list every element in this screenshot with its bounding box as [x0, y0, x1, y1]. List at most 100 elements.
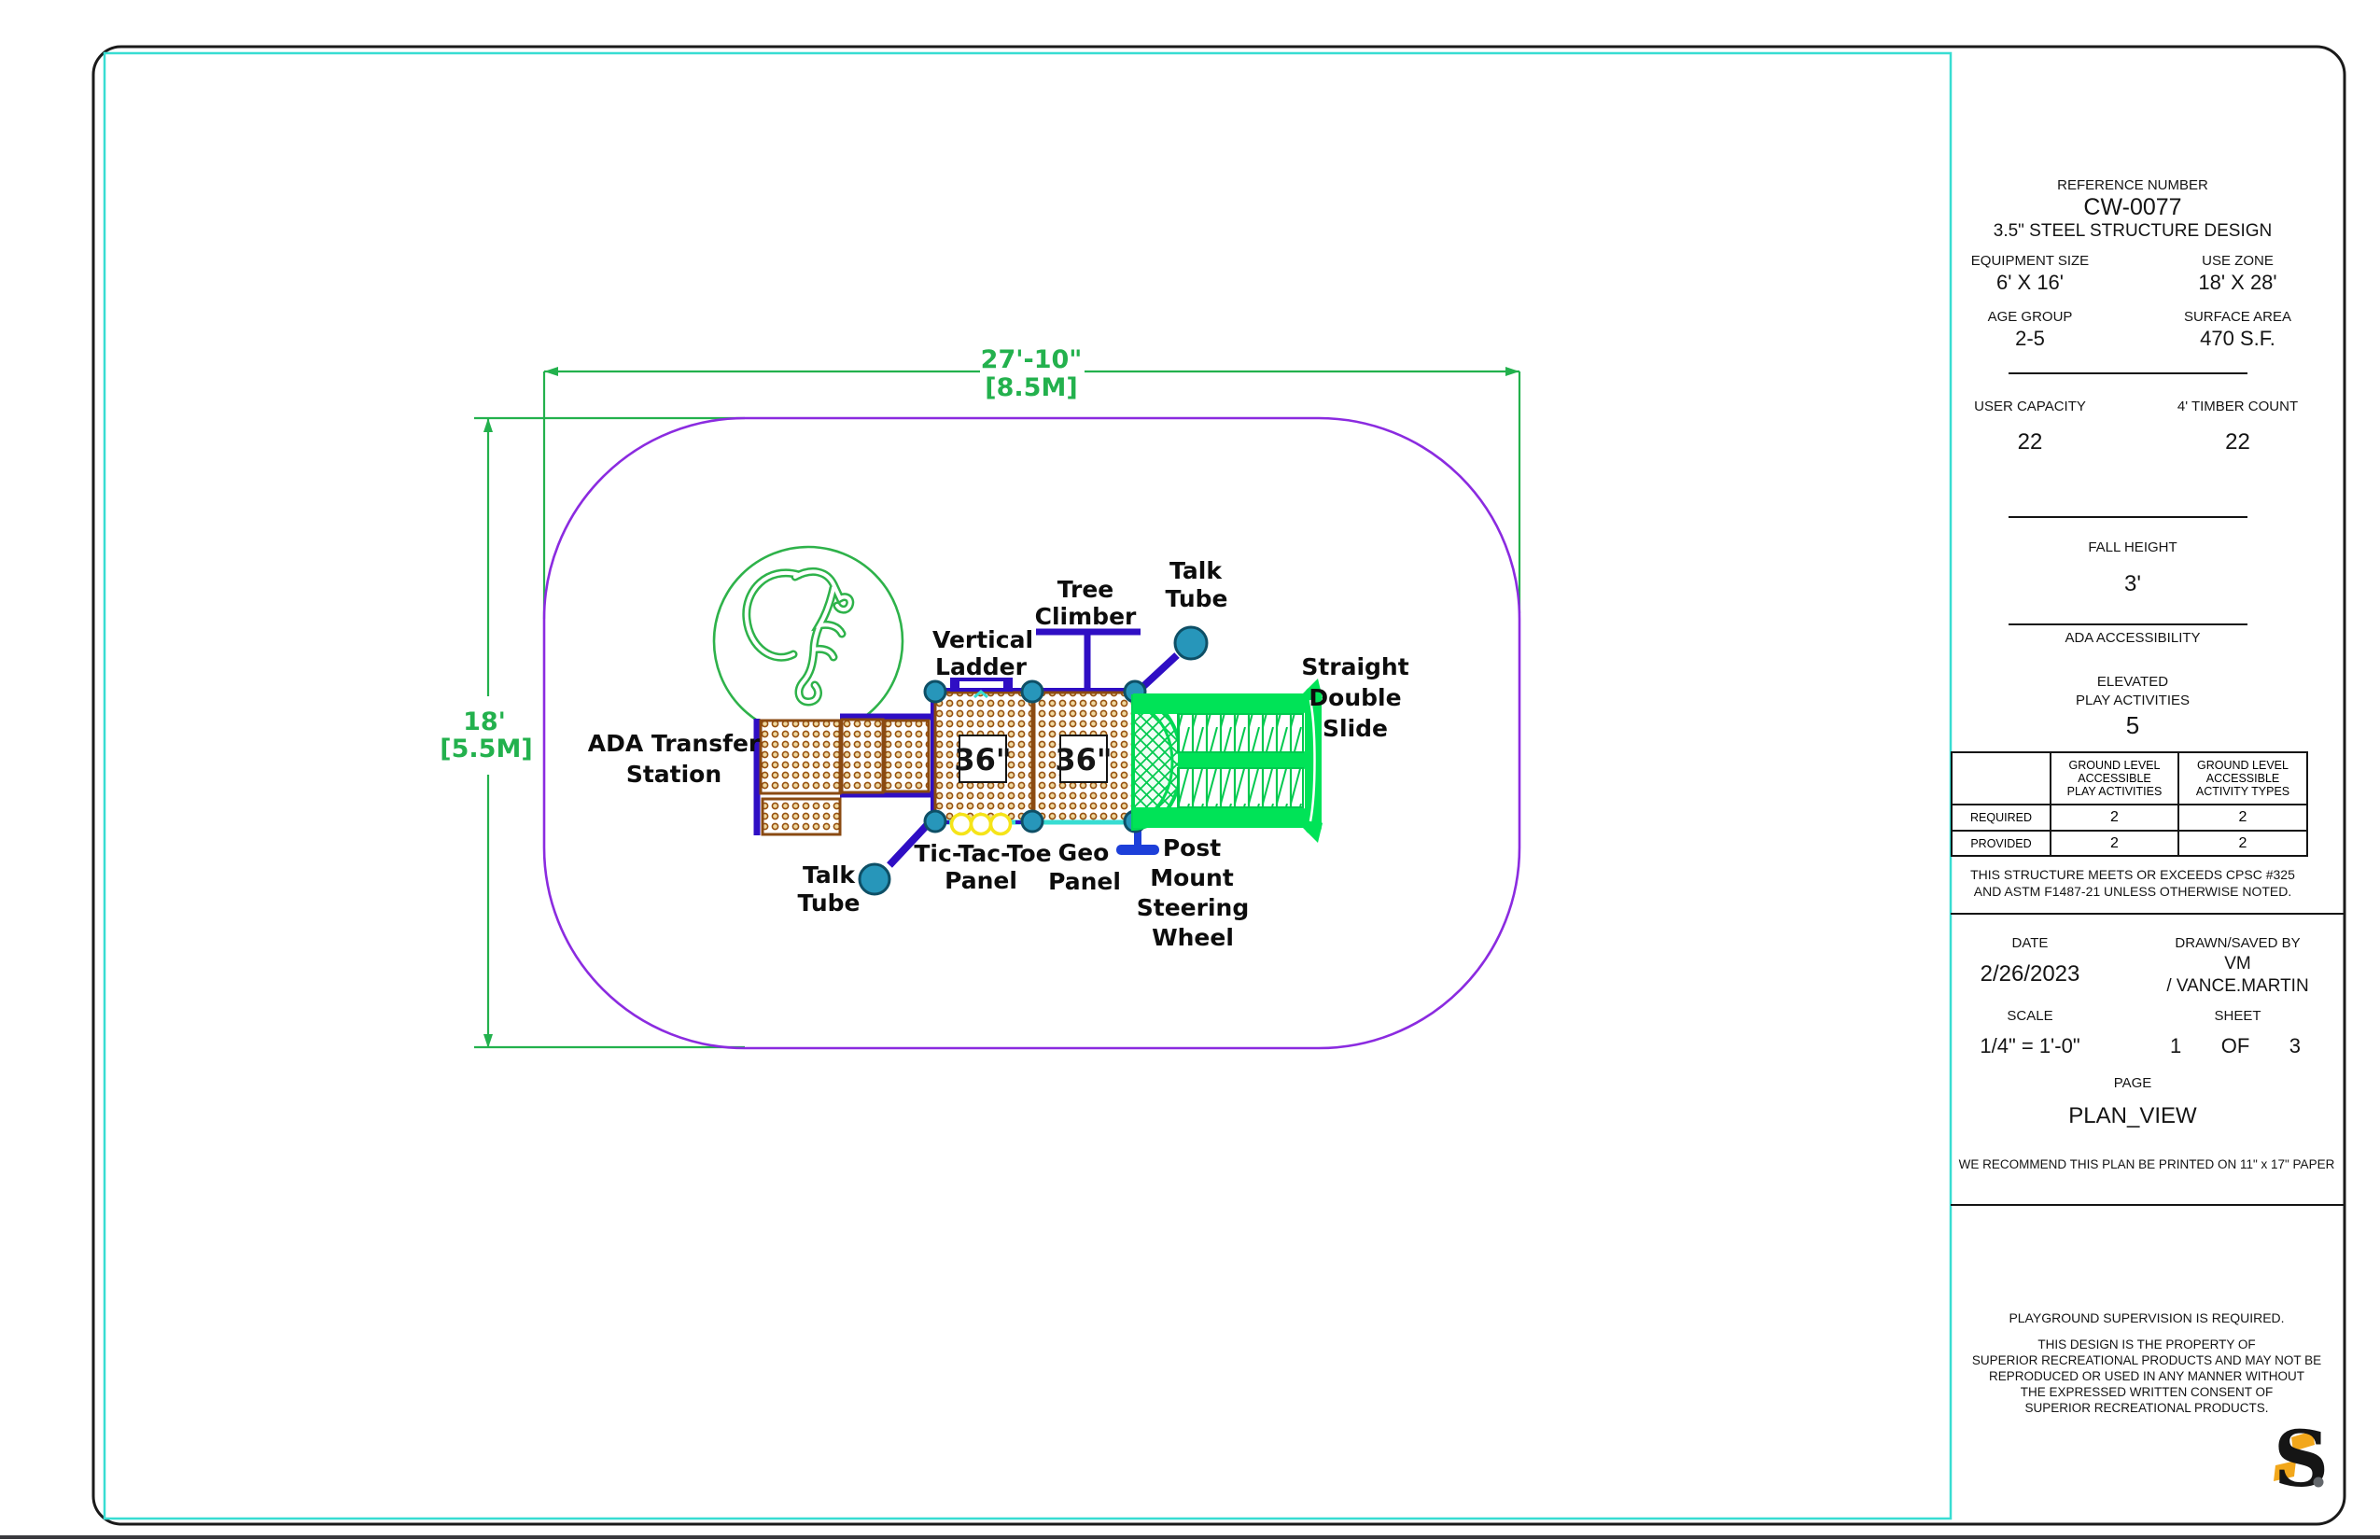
- talk-tube-top-label-line1: Talk: [1169, 557, 1223, 584]
- sheet-of: OF: [2220, 1034, 2250, 1057]
- separator-1: [2009, 372, 2247, 374]
- scale-value: 1/4" = 1'-0": [1980, 1034, 2080, 1057]
- separator-long-2: [1951, 1204, 2344, 1206]
- sheet-border: [91, 45, 2346, 1526]
- table-row1-col1: 2: [2050, 804, 2177, 830]
- height-dimension-metric: [5.5M]: [440, 735, 532, 763]
- height-dimension-label: 18': [463, 707, 506, 736]
- page-label: PAGE: [2113, 1075, 2152, 1091]
- talk-tube-bottom-icon: [858, 819, 932, 896]
- separator-2: [2009, 516, 2247, 518]
- table-col1-header: GROUND LEVEL ACCESSIBLE PLAY ACTIVITIES: [2050, 753, 2177, 804]
- drawn-by-name: / VANCE.MARTIN: [2166, 976, 2309, 996]
- slide-label-line1: Straight: [1301, 653, 1408, 680]
- deck-left-height: 36": [954, 742, 1011, 777]
- dimension-labels: 27'-10" [8.5M] 18' [5.5M]: [440, 345, 1082, 763]
- screen-bottom-edge: [0, 1535, 2380, 1539]
- age-group-label: AGE GROUP: [1987, 309, 2073, 325]
- steering-label-line4: Wheel: [1152, 924, 1234, 951]
- reference-number-label: REFERENCE NUMBER: [2057, 177, 2208, 193]
- dimension-lines: [474, 370, 1521, 1049]
- slide-label-line2: Double: [1309, 684, 1401, 711]
- use-zone-boundary: [542, 416, 1521, 1050]
- vertical-ladder: [950, 678, 1013, 699]
- surface-area-value: 470 S.F.: [2200, 327, 2275, 350]
- sheet-value-row: 1 OF 3: [2170, 1034, 2301, 1058]
- use-zone-label: USE ZONE: [2202, 253, 2274, 269]
- transfer-platform: [759, 719, 842, 795]
- width-dimension-metric: [8.5M]: [985, 373, 1077, 402]
- component-labels: ADA Transfer Station Vertical Ladder Tre…: [588, 557, 1409, 951]
- sheet-total: 3: [2289, 1034, 2301, 1057]
- deck-right-height: 36": [1055, 742, 1112, 777]
- sheet-label: SHEET: [2214, 1008, 2261, 1024]
- page-value: PLAN_VIEW: [2068, 1103, 2197, 1128]
- age-group-value: 2-5: [2015, 327, 2045, 350]
- table-corner-cell: [1953, 753, 2050, 804]
- vertical-ladder-label-line1: Vertical: [932, 626, 1033, 653]
- reference-number-value: CW-0077: [2083, 194, 2182, 220]
- deck-height-tags: 36" 36": [954, 735, 1113, 783]
- table-row2-col2: 2: [2177, 830, 2306, 855]
- print-note: WE RECOMMEND THIS PLAN BE PRINTED ON 11"…: [1958, 1157, 2335, 1171]
- geo-panel-label-line1: Geo: [1058, 839, 1110, 866]
- steering-label-line2: Mount: [1150, 864, 1234, 891]
- ada-label-line2: Station: [626, 761, 721, 788]
- tree-climber-label-line1: Tree: [1057, 576, 1114, 603]
- fall-height-label: FALL HEIGHT: [2088, 539, 2177, 555]
- timber-count-value: 22: [2225, 429, 2250, 455]
- compliance-note: THIS STRUCTURE MEETS OR EXCEEDS CPSC #32…: [1970, 867, 2295, 899]
- talk-tube-bottom-label-line2: Tube: [798, 889, 861, 917]
- use-zone-value: 18' X 28': [2198, 271, 2277, 294]
- transfer-step-3: [761, 797, 842, 836]
- user-capacity-value: 22: [2017, 429, 2043, 455]
- table-col2-header: GROUND LEVEL ACCESSIBLE ACTIVITY TYPES: [2177, 753, 2306, 804]
- surface-area-label: SURFACE AREA: [2183, 309, 2292, 325]
- steering-label-line1: Post: [1163, 834, 1221, 861]
- talk-tube-top-label-line2: Tube: [1166, 585, 1228, 612]
- drawn-by-label: DRAWN/SAVED BY: [2175, 935, 2301, 951]
- date-value: 2/26/2023: [1980, 961, 2080, 987]
- property-note: THIS DESIGN IS THE PROPERTY OF SUPERIOR …: [1971, 1337, 2322, 1415]
- steering-label-line3: Steering: [1137, 894, 1249, 921]
- company-logo-letter: S: [2274, 1417, 2329, 1503]
- drawn-by-initials: VM: [2224, 954, 2251, 973]
- user-capacity-label: USER CAPACITY: [1974, 399, 2086, 414]
- width-dimension-label: 27'-10": [981, 345, 1083, 374]
- timber-count-label: 4' TIMBER COUNT: [2177, 399, 2299, 414]
- accessibility-table: GROUND LEVEL ACCESSIBLE PLAY ACTIVITIES …: [1951, 751, 2308, 857]
- slide-label-line3: Slide: [1323, 715, 1388, 742]
- equipment-size-label: EQUIPMENT SIZE: [1970, 253, 2090, 269]
- transfer-step-1: [840, 718, 885, 794]
- design-title: 3.5" STEEL STRUCTURE DESIGN: [1993, 221, 2273, 241]
- fall-height-value: 3': [2124, 571, 2141, 596]
- elevated-label-line1: ELEVATED: [2096, 674, 2169, 690]
- supervision-note: PLAYGROUND SUPERVISION IS REQUIRED.: [2009, 1310, 2285, 1325]
- elevated-value: 5: [2125, 711, 2140, 739]
- ada-label-line1: ADA Transfer: [588, 730, 761, 757]
- tic-tac-toe-label-line2: Panel: [945, 867, 1017, 894]
- tree-climber: [1036, 628, 1141, 690]
- table-row2-col1: 2: [2050, 830, 2177, 855]
- transfer-step-2: [883, 719, 931, 793]
- elevated-label-line2: PLAY ACTIVITIES: [2076, 693, 2190, 708]
- tic-tac-toe-spinners: [949, 812, 1013, 836]
- straight-double-slide: [1131, 679, 1323, 843]
- vertical-ladder-label-line2: Ladder: [935, 653, 1028, 680]
- manufacturer-logo-mark: [712, 545, 904, 737]
- company-logo-icon: S: [2274, 1417, 2329, 1503]
- table-row2-label: PROVIDED: [1953, 830, 2050, 855]
- steering-wheel-icon: [1116, 827, 1159, 855]
- sheet-number: 1: [2170, 1034, 2182, 1057]
- tree-climber-label-line2: Climber: [1035, 603, 1137, 630]
- date-label: DATE: [2011, 935, 2049, 951]
- geo-panel-label-line2: Panel: [1048, 868, 1121, 895]
- talk-tube-top-icon: [1136, 625, 1209, 693]
- table-row1-label: REQUIRED: [1953, 804, 2050, 830]
- separator-long-1: [1951, 913, 2344, 915]
- equipment-size-value: 6' X 16': [1995, 271, 2064, 294]
- talk-tube-bottom-label-line1: Talk: [803, 861, 856, 889]
- ada-transfer-station: [753, 713, 932, 836]
